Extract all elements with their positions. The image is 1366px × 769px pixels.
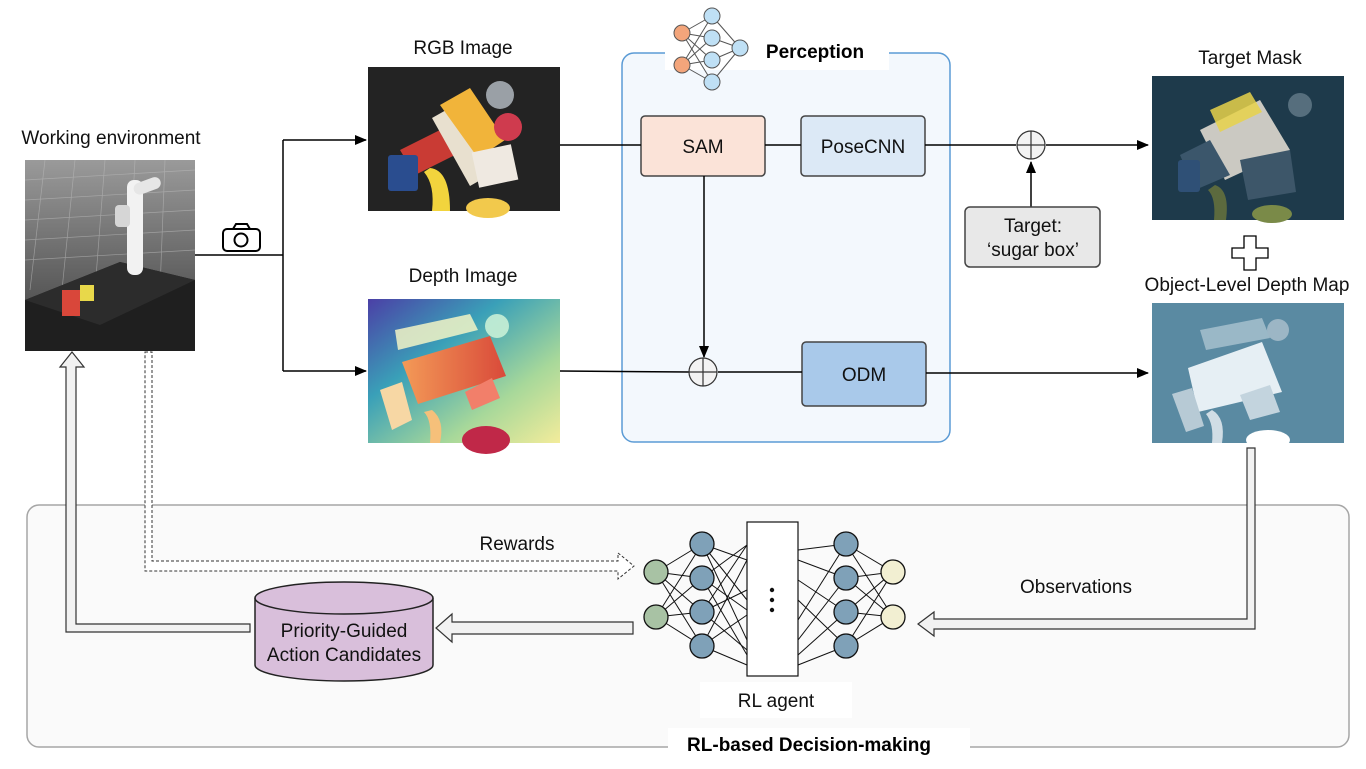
depth-image bbox=[368, 299, 560, 454]
decision-making-title-bg bbox=[668, 728, 970, 762]
rl-input-node bbox=[643, 559, 669, 585]
rl-hidden-node bbox=[833, 531, 859, 557]
perception-connectors bbox=[559, 140, 1149, 378]
rl-input-node bbox=[643, 604, 669, 630]
target-mask-label: Target Mask bbox=[1198, 48, 1302, 69]
rl-ellipsis-dot bbox=[769, 597, 775, 603]
rl-ellipsis-dot bbox=[769, 587, 775, 593]
perception-title: Perception bbox=[766, 42, 864, 63]
target-mask-image bbox=[1152, 76, 1344, 223]
rl-hidden-node bbox=[689, 531, 715, 557]
posecnn-module[interactable] bbox=[800, 115, 926, 177]
action-candidates-line1: Priority-Guided bbox=[281, 621, 408, 642]
observations-arrow bbox=[917, 447, 1256, 638]
perception-title-bg bbox=[665, 34, 889, 70]
working-environment-label: Working environment bbox=[21, 128, 201, 149]
posecnn-module-label: PoseCNN bbox=[821, 137, 905, 158]
rl-agent-network bbox=[643, 521, 906, 677]
working-environment-image bbox=[24, 159, 196, 351]
rgb-image bbox=[368, 67, 560, 218]
rl-output-node bbox=[880, 559, 906, 585]
fusion-node-depth bbox=[688, 357, 718, 387]
rl-ellipsis-dot bbox=[769, 607, 775, 613]
camera-split-connector bbox=[195, 135, 367, 376]
sam-module-label: SAM bbox=[682, 137, 723, 158]
rl-hidden-node bbox=[833, 633, 859, 659]
target-query-line1: Target: bbox=[1004, 216, 1062, 237]
rgb-image-label: RGB Image bbox=[413, 38, 512, 59]
rl-output-node bbox=[880, 604, 906, 630]
odm-module[interactable] bbox=[801, 341, 927, 407]
rewards-label: Rewards bbox=[480, 534, 555, 555]
odm-module-label: ODM bbox=[842, 365, 886, 386]
camera-icon bbox=[222, 223, 261, 252]
plus-icon bbox=[1231, 235, 1269, 271]
rl-agent-label-bg bbox=[700, 682, 852, 718]
rl-hidden-node bbox=[689, 633, 715, 659]
network-icon bbox=[673, 7, 749, 91]
rl-hidden-node bbox=[833, 599, 859, 625]
rl-agent-label: RL agent bbox=[738, 691, 815, 712]
execution-arrow bbox=[58, 351, 251, 633]
action-candidates-line2: Action Candidates bbox=[267, 645, 421, 666]
rl-hidden-node bbox=[689, 599, 715, 625]
object-depth-map-label: Object-Level Depth Map bbox=[1145, 275, 1350, 296]
rl-hidden-node bbox=[833, 565, 859, 591]
action-candidates-database[interactable] bbox=[254, 581, 434, 682]
target-query-line2: ‘sugar box’ bbox=[987, 240, 1079, 261]
fusion-node-target bbox=[1016, 130, 1046, 160]
depth-image-label: Depth Image bbox=[409, 266, 518, 287]
rl-hidden-node bbox=[689, 565, 715, 591]
rewards-arrow bbox=[144, 351, 635, 581]
object-depth-map-image bbox=[1152, 303, 1344, 450]
actions-arrow bbox=[435, 612, 634, 644]
decision-making-title: RL-based Decision-making bbox=[687, 735, 931, 756]
sam-module[interactable] bbox=[640, 115, 766, 177]
target-query-box[interactable] bbox=[964, 206, 1101, 268]
observations-label: Observations bbox=[1020, 577, 1132, 598]
